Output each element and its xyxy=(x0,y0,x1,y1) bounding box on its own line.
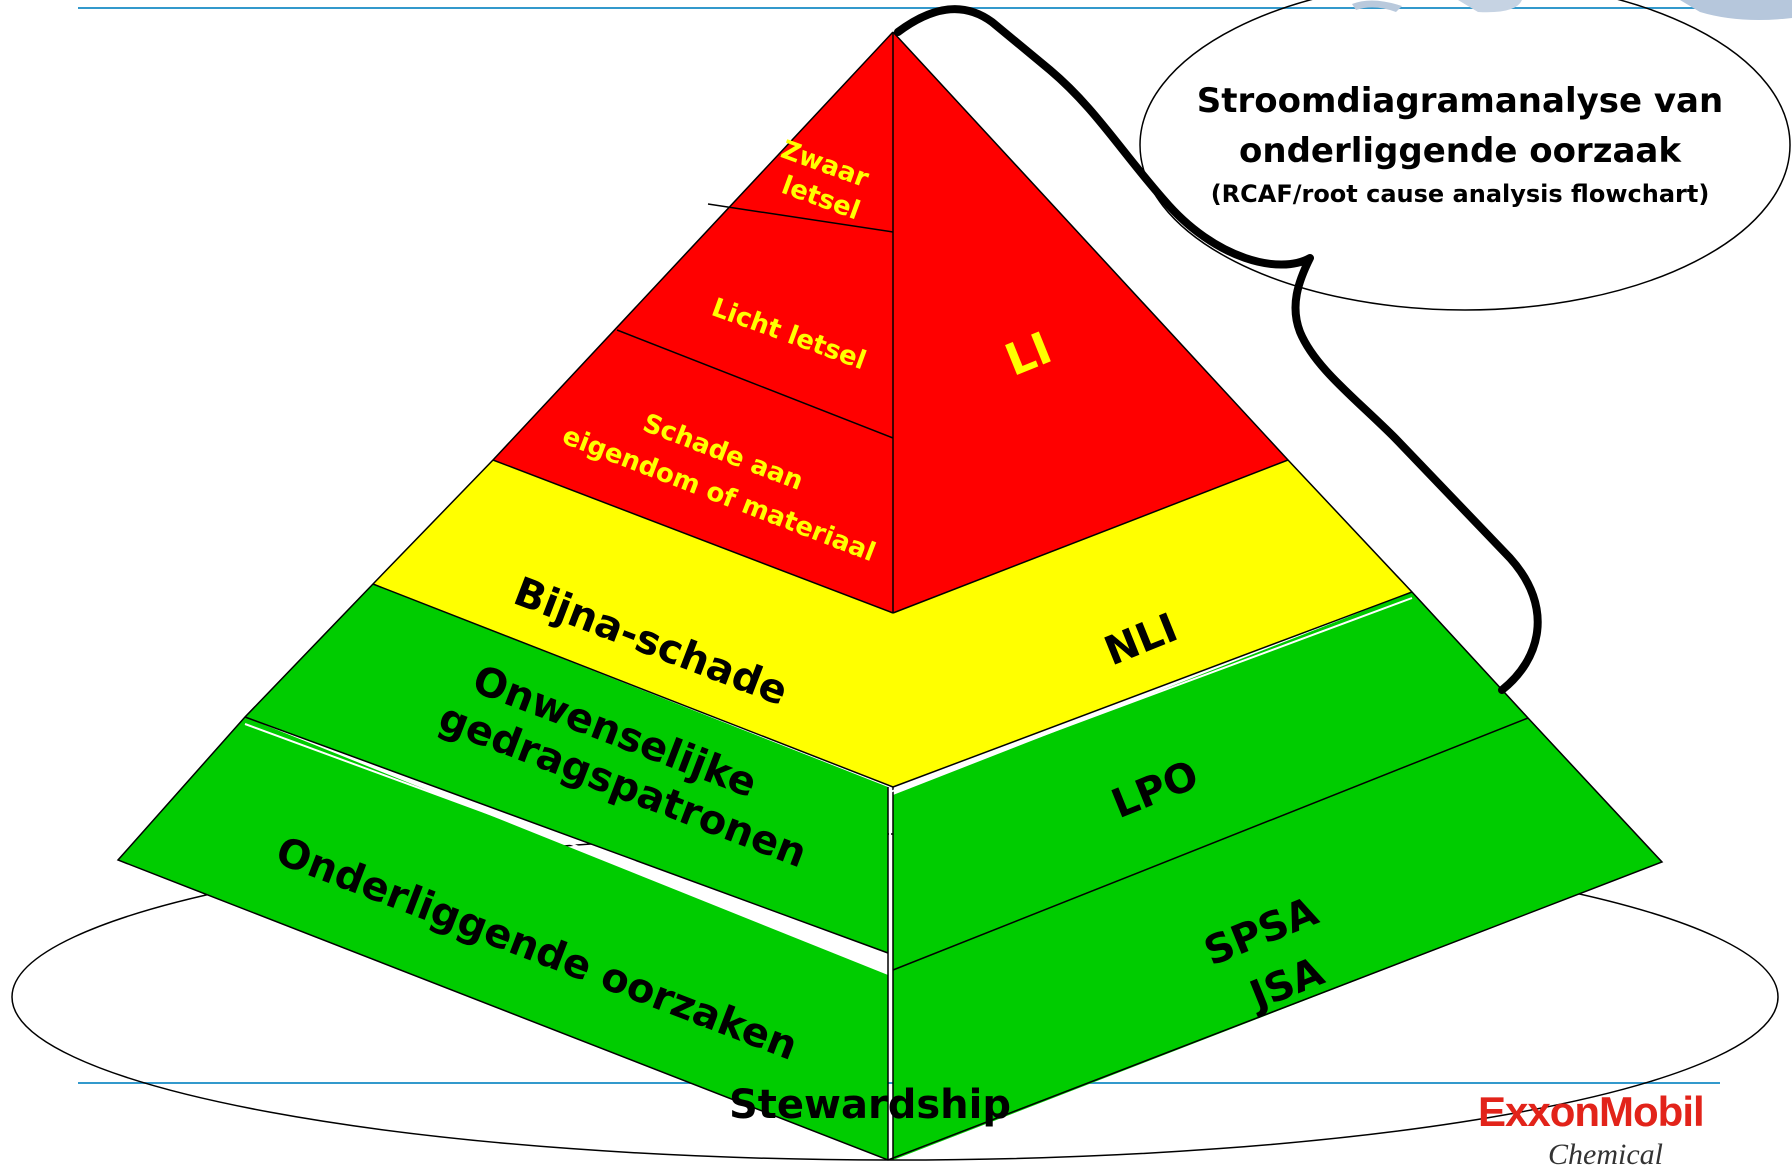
pyramid-lines xyxy=(116,31,1664,1161)
left-green-upper-tier xyxy=(245,584,888,953)
right-red-tier xyxy=(893,32,1288,613)
callout-line-3: (RCAF/root cause analysis flowchart) xyxy=(1211,180,1710,208)
left-green-lower-tier xyxy=(118,717,888,1160)
left-red-tier xyxy=(493,32,893,613)
exxonmobil-logo: ExxonMobil Chemical xyxy=(1478,1088,1705,1171)
left-yellow-tier xyxy=(373,460,893,787)
callout-line-1: Stroomdiagramanalyse van xyxy=(1197,81,1723,121)
bracket-connector xyxy=(894,5,1542,694)
right-yellow-tier xyxy=(893,460,1412,787)
label-stewardship: Stewardship xyxy=(729,1082,1011,1128)
header-decoration xyxy=(1352,0,1792,20)
left-face xyxy=(118,32,893,1160)
right-green-upper-tier xyxy=(893,592,1528,970)
right-green-lower-tier xyxy=(893,718,1662,1160)
callout-line-2: onderliggende oorzaak xyxy=(1239,131,1682,171)
callout-bubble xyxy=(1139,0,1791,311)
logo-text: ExxonMobil xyxy=(1478,1088,1705,1135)
logo-subtitle: Chemical xyxy=(1548,1138,1663,1171)
right-face xyxy=(893,32,1662,1160)
